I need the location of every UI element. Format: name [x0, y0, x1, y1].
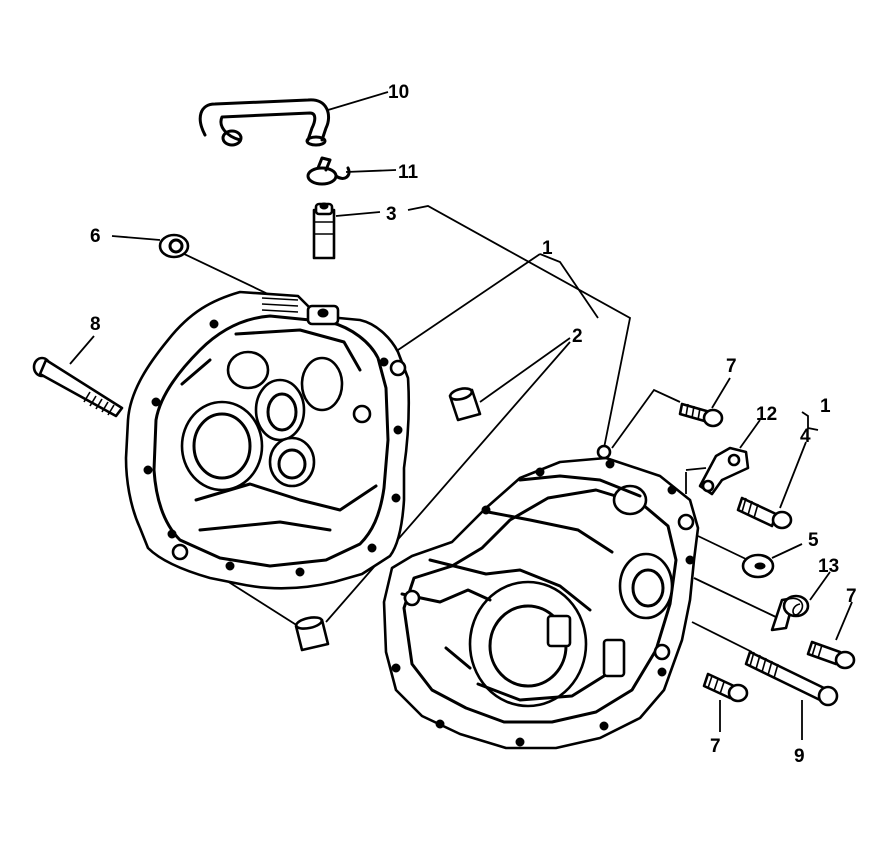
label-3: 3	[386, 204, 397, 225]
washer	[741, 553, 775, 579]
short-bolt-top	[678, 402, 724, 428]
label-1-right: 1	[820, 396, 831, 417]
label-13: 13	[818, 556, 839, 577]
breather-hose	[198, 98, 331, 147]
label-9: 9	[794, 746, 805, 767]
label-1-top: 1	[542, 238, 553, 259]
label-7-bottom: 7	[710, 736, 721, 757]
short-bolt-right	[806, 640, 856, 670]
label-10: 10	[388, 82, 409, 103]
dowel-pin-lower	[294, 616, 330, 652]
label-8: 8	[90, 314, 101, 335]
stopper-spring	[770, 594, 810, 632]
label-11: 11	[398, 162, 419, 183]
label-5: 5	[808, 530, 819, 551]
bracket	[698, 446, 750, 496]
label-7-top: 7	[726, 356, 737, 377]
breather-fitting	[312, 202, 336, 260]
long-bolt	[32, 356, 124, 418]
oil-seal	[158, 233, 190, 259]
label-4: 4	[800, 426, 811, 447]
hose-clip	[306, 156, 351, 186]
label-6: 6	[90, 226, 101, 247]
label-12: 12	[756, 404, 777, 425]
long-bolt-right	[744, 650, 839, 707]
short-bolt-bottom	[702, 672, 749, 703]
label-7-right: 7	[846, 586, 857, 607]
bracket-bolt	[736, 496, 793, 530]
right-crankcase-half	[382, 444, 700, 750]
callout-labels: 10 11 3 1 6 8 2 7 12 1 4 5 13 7 7 9	[90, 82, 857, 767]
left-crankcase-half	[124, 290, 411, 590]
dowel-pin-upper	[448, 387, 482, 422]
label-2: 2	[572, 326, 583, 347]
